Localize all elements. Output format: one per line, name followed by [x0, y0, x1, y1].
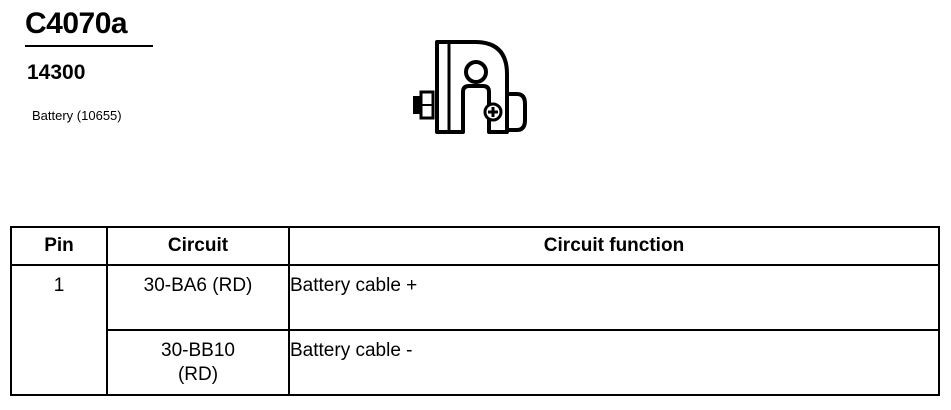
- battery-terminal-connector-icon: [405, 34, 535, 144]
- column-header-pin: Pin: [10, 226, 108, 266]
- table-row: 30-BB10 (RD) Battery cable -: [11, 329, 940, 396]
- connector-id-underline: [25, 45, 153, 47]
- part-number: 14300: [27, 61, 86, 84]
- table-row: 1 30-BA6 (RD) Battery cable +: [10, 264, 940, 396]
- table-header-row: Pin Circuit Circuit function: [10, 226, 940, 266]
- pinout-table: Pin Circuit Circuit function 1 30-BA6 (R…: [10, 226, 940, 396]
- pin-cell: 1: [10, 264, 108, 396]
- circuit-function-cell: Battery cable -: [288, 329, 940, 396]
- column-header-circuit: Circuit: [106, 226, 290, 266]
- circuit-function-cell: Battery cable +: [288, 264, 940, 331]
- circuit-cell: 30-BA6 (RD): [106, 264, 290, 331]
- connector-id: C4070a: [25, 7, 128, 40]
- circuit-cell: 30-BB10 (RD): [106, 329, 290, 396]
- component-name: Battery (10655): [32, 108, 122, 123]
- column-header-circuit-function: Circuit function: [288, 226, 940, 266]
